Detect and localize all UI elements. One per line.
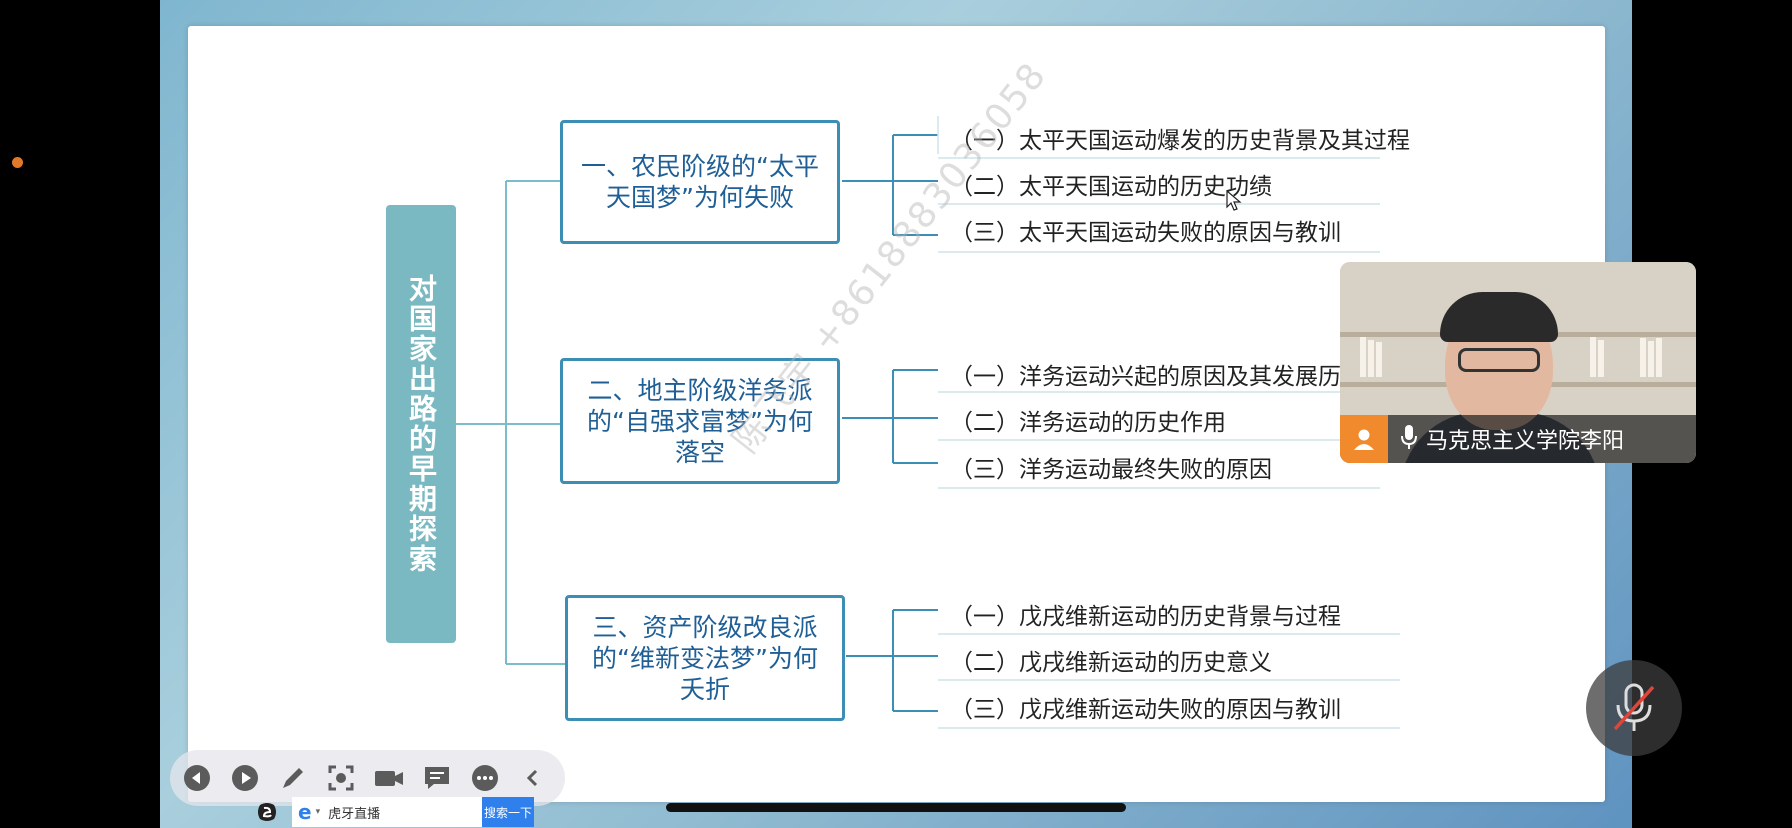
section-box-3: 三、资产阶级改良派的“维新变法梦”为何夭折 [565,595,845,721]
user-avatar-icon [1340,415,1388,463]
video-name-bar: 马克思主义学院李阳 [1340,415,1696,463]
sub-item-3-2: （二）戊戌维新运动的历史意义 [950,650,1272,676]
screenshot-icon [328,765,354,791]
pen-button[interactable] [276,761,310,795]
microphone-icon [1400,424,1418,454]
more-icon [472,765,498,791]
play-button[interactable] [228,761,262,795]
mindmap-root-title: 对国家出路的早期探索 [386,205,456,643]
home-indicator[interactable] [666,803,1126,812]
sub-item-2-3: （三）洋务运动最终失败的原因 [950,457,1272,483]
sub-item-3-1: （一）戊戌维新运动的历史背景与过程 [950,604,1341,630]
pen-icon [283,768,303,788]
presentation-toolbar [170,750,565,806]
camera-button[interactable] [372,761,406,795]
section-label-3: 三、资产阶级改良派的“维新变法梦”为何夭折 [592,612,818,704]
previous-button[interactable] [180,761,214,795]
chevron-down-icon: ▾ [315,807,321,817]
browser-address-bar[interactable]: e ▾ 虎牙直播 [292,797,482,827]
comment-button[interactable] [420,761,454,795]
play-icon [232,765,258,791]
sub-item-2-2: （二）洋务运动的历史作用 [950,410,1226,436]
mouse-cursor-icon [1226,190,1242,211]
app-logo-icon [258,803,276,821]
address-text: 虎牙直播 [328,806,381,822]
taskbar: e ▾ 虎牙直播 搜索一下 [250,796,534,828]
search-button[interactable]: 搜索一下 [482,797,534,827]
presenter-video[interactable]: 马克思主义学院李阳 [1340,262,1696,463]
collapse-toolbar-button[interactable] [516,761,550,795]
root-title-text: 对国家出路的早期探索 [405,274,438,574]
section-label-1: 一、农民阶级的“太平天国梦”为何失败 [581,152,819,212]
sub-item-3-3: （三）戊戌维新运动失败的原因与教训 [950,697,1341,723]
sub-item-1-3: （三）太平天国运动失败的原因与教训 [950,220,1341,246]
microphone-muted-icon [1613,683,1655,731]
more-button[interactable] [468,761,502,795]
video-camera-icon [375,771,403,786]
sub-item-1-2: （二）太平天国运动的历史功绩 [950,174,1272,200]
section-box-2: 二、地主阶级洋务派的“自强求富梦”为何落空 [560,358,840,484]
screenshot-button[interactable] [324,761,358,795]
section-label-2: 二、地主阶级洋务派的“自强求富梦”为何落空 [587,375,813,467]
chevron-left-icon [526,769,538,787]
section-box-1: 一、农民阶级的“太平天国梦”为何失败 [560,120,840,244]
sub-item-2-1: （一）洋务运动兴起的原因及其发展历程 [950,364,1364,390]
previous-icon [184,765,210,791]
indicator-dot [12,157,23,168]
sub-item-1-1: （一）太平天国运动爆发的历史背景及其过程 [950,128,1410,154]
presenter-name: 马克思主义学院李阳 [1426,429,1625,454]
mute-microphone-button[interactable] [1586,660,1682,756]
comment-icon [425,767,449,789]
ie-icon: e [298,800,312,824]
